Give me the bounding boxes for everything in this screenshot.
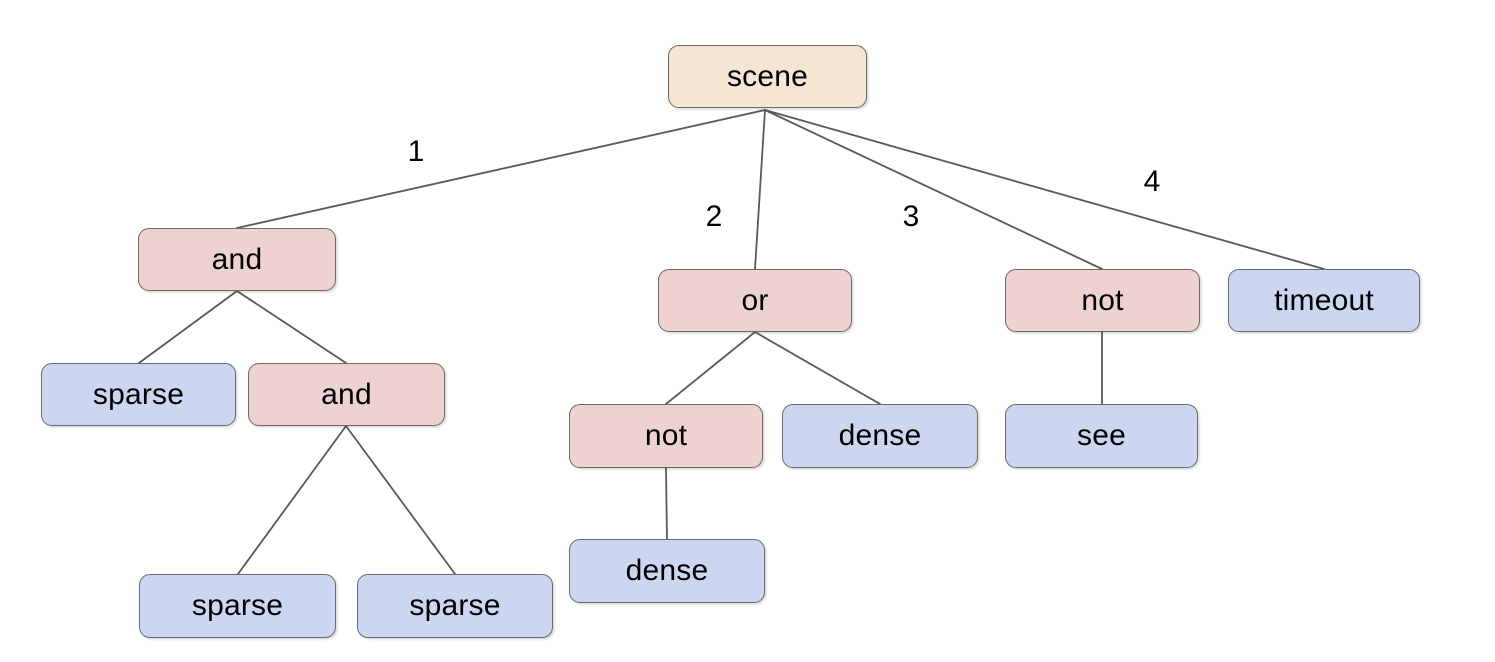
tree-node-label: and (211, 242, 263, 276)
tree-edge-scene-to-timeout1 (764, 109, 1325, 270)
tree-node-label: and (321, 377, 372, 411)
tree-node-label: or (741, 283, 769, 317)
tree-node-label: scene (726, 59, 809, 93)
tree-node-label: dense (838, 419, 922, 452)
tree-edge-or1-to-dense1 (754, 331, 881, 405)
tree-node-label: not (644, 419, 688, 452)
tree-node-label: dense (625, 554, 709, 587)
edge-label-3: 3 (902, 200, 920, 233)
tree-node-see1[interactable]: see (1005, 404, 1198, 468)
tree-node-not2[interactable]: not (1005, 269, 1200, 332)
tree-edge-and2-to-sparse2 (237, 425, 347, 575)
tree-edge-or1-to-not1 (665, 331, 756, 405)
tree-node-label: sparse (92, 377, 185, 411)
tree-edge-scene-to-or1 (754, 109, 766, 270)
tree-node-sparse3[interactable]: sparse (357, 574, 553, 638)
tree-edge-and1-to-and2 (236, 290, 347, 364)
tree-node-label: timeout (1274, 283, 1374, 317)
tree-node-scene[interactable]: scene (668, 45, 867, 108)
tree-node-sparse1[interactable]: sparse (41, 363, 236, 426)
edge-label-1: 1 (407, 135, 425, 168)
tree-edge-not1-to-dense2 (665, 467, 668, 540)
tree-node-label: sparse (191, 589, 284, 622)
edge-label-4: 4 (1143, 165, 1161, 198)
tree-node-label: not (1081, 283, 1124, 317)
tree-node-or1[interactable]: or (658, 269, 852, 332)
tree-edge-and1-to-sparse1 (138, 290, 238, 364)
tree-node-label: see (1077, 419, 1126, 452)
tree-edge-scene-to-not2 (764, 109, 1103, 270)
tree-node-timeout1[interactable]: timeout (1228, 269, 1420, 332)
tree-node-sparse2[interactable]: sparse (139, 574, 336, 638)
tree-edge-scene-to-and1 (236, 109, 766, 229)
tree-node-not1[interactable]: not (569, 404, 763, 468)
tree-edge-and2-to-sparse3 (345, 425, 456, 575)
tree-node-and1[interactable]: and (138, 228, 336, 291)
edge-label-2: 2 (705, 200, 723, 233)
tree-node-label: sparse (409, 589, 501, 622)
tree-node-dense1[interactable]: dense (782, 404, 978, 468)
tree-node-dense2[interactable]: dense (569, 539, 765, 603)
tree-node-and2[interactable]: and (248, 363, 445, 426)
